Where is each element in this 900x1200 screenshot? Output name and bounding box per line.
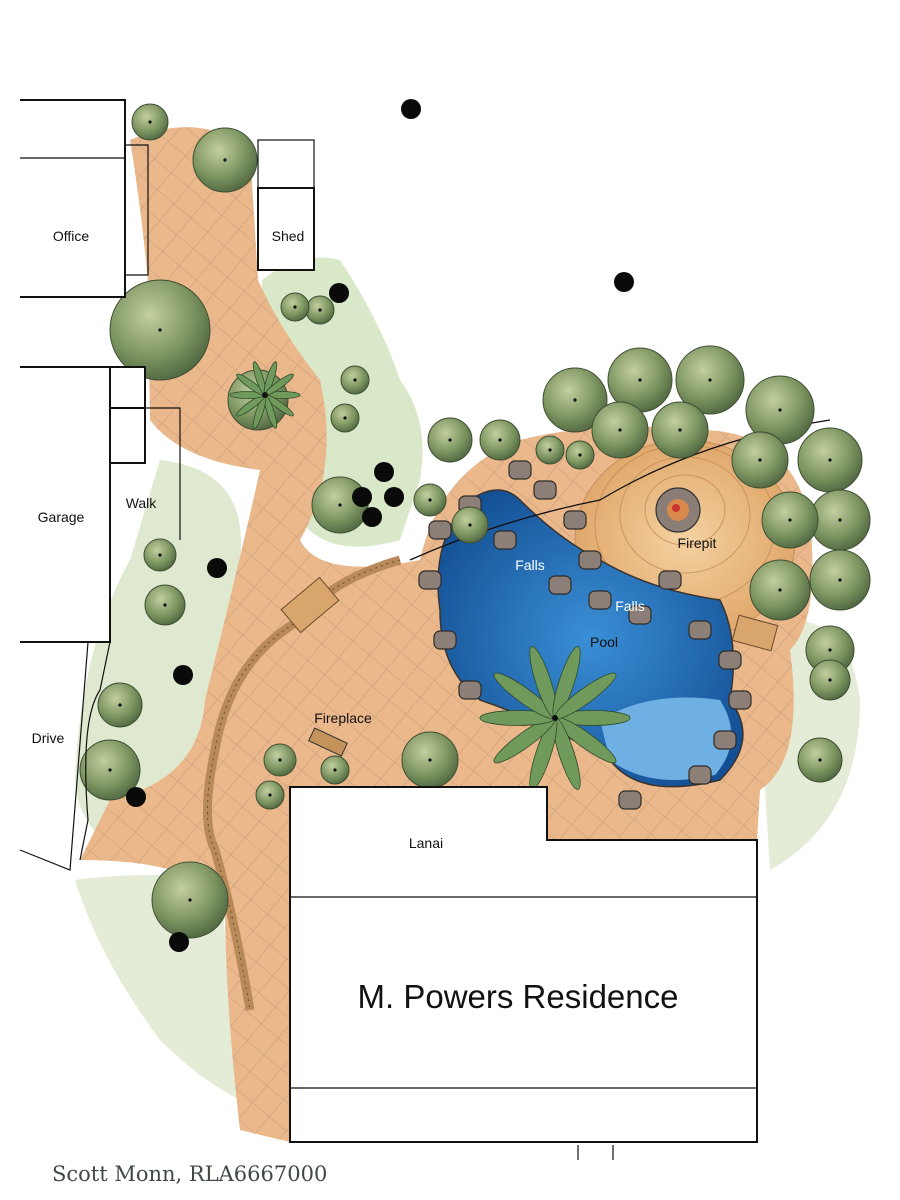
boulder-icon <box>688 620 712 640</box>
marker-dot-icon <box>374 462 394 482</box>
survey-markers <box>126 99 634 952</box>
tree-center-icon <box>618 428 622 432</box>
tree-center-icon <box>758 458 762 462</box>
tree-center-icon <box>108 768 112 772</box>
boulder-icon <box>418 570 442 590</box>
marker-dot-icon <box>173 665 193 685</box>
marker-dot-icon <box>352 487 372 507</box>
tree-center-icon <box>188 898 192 902</box>
boulder-icon <box>588 590 612 610</box>
boulder-icon <box>688 765 712 785</box>
boulder-icon <box>548 575 572 595</box>
boulder-icon <box>563 510 587 530</box>
label-drive: Drive <box>32 730 65 746</box>
tree-center-icon <box>498 438 502 442</box>
boulder-icon <box>433 630 457 650</box>
palm-icon <box>229 361 301 429</box>
tree-center-icon <box>448 438 452 442</box>
marker-dot-icon <box>384 487 404 507</box>
tree-center-icon <box>148 120 152 124</box>
boulder-icon <box>728 690 752 710</box>
label-fireplace: Fireplace <box>314 710 372 726</box>
marker-dot-icon <box>614 272 634 292</box>
firepit-icon <box>655 487 701 533</box>
marker-dot-icon <box>169 932 189 952</box>
tree-center-icon <box>223 158 227 162</box>
office-building <box>20 99 149 298</box>
tree-center-icon <box>338 503 342 507</box>
tree-center-icon <box>278 758 282 762</box>
tree-center-icon <box>428 498 432 502</box>
label-falls-upper: Falls <box>515 557 545 573</box>
marker-dot-icon <box>329 283 349 303</box>
fireplace-icon <box>308 727 348 757</box>
boulder-icon <box>628 605 652 625</box>
tree-center-icon <box>468 523 472 527</box>
tree-center-icon <box>573 398 577 402</box>
tree-center-icon <box>353 378 357 382</box>
tree-center-icon <box>818 758 822 762</box>
residence-title: M. Powers Residence <box>358 978 679 1015</box>
label-falls-lower: Falls <box>615 598 645 614</box>
label-pool: Pool <box>590 634 618 650</box>
boulder-icon <box>428 520 452 540</box>
tree-center-icon <box>268 793 272 797</box>
tree-center-icon <box>838 578 842 582</box>
tree-center-icon <box>293 305 297 309</box>
tree-center-icon <box>578 453 582 457</box>
marker-dot-icon <box>126 787 146 807</box>
tree-center-icon <box>158 553 162 557</box>
tree-center-icon <box>318 308 322 312</box>
tree-center-icon <box>778 588 782 592</box>
tree-center-icon <box>828 648 832 652</box>
label-garage: Garage <box>38 509 85 525</box>
marker-dot-icon <box>207 558 227 578</box>
garage-building <box>20 366 181 643</box>
tree-center-icon <box>638 378 642 382</box>
boulder-icon <box>713 730 737 750</box>
bridge-east <box>731 614 779 652</box>
tree-center-icon <box>788 518 792 522</box>
boulder-icon <box>533 480 557 500</box>
tree-center-icon <box>828 678 832 682</box>
tree-center-icon <box>678 428 682 432</box>
label-walk: Walk <box>126 495 158 511</box>
tree-center-icon <box>158 328 162 332</box>
tree-center-icon <box>708 378 712 382</box>
trees <box>79 103 871 939</box>
marker-dot-icon <box>362 507 382 527</box>
label-office: Office <box>53 228 90 244</box>
pool-spa <box>600 697 732 780</box>
designer-signature: Scott Monn, RLA6667000 <box>52 1162 327 1186</box>
tree-center-icon <box>548 448 552 452</box>
tree-center-icon <box>428 758 432 762</box>
boulder-icon <box>658 570 682 590</box>
tree-center-icon <box>343 416 347 420</box>
residence-building <box>289 786 758 1160</box>
marker-dot-icon <box>401 99 421 119</box>
label-lanai: Lanai <box>409 835 443 851</box>
tree-center-icon <box>333 768 337 772</box>
tree-center-icon <box>163 603 167 607</box>
boulder-icon <box>493 530 517 550</box>
driveway-lines <box>19 641 111 871</box>
boulder-icon <box>618 790 642 810</box>
tree-center-icon <box>828 458 832 462</box>
boulder-icon <box>458 680 482 700</box>
boulder-icon <box>508 460 532 480</box>
boulders <box>418 460 752 810</box>
label-firepit: Firepit <box>678 535 717 551</box>
tree-center-icon <box>118 703 122 707</box>
bridge <box>280 576 340 634</box>
shed-building <box>257 139 315 271</box>
label-shed: Shed <box>272 228 305 244</box>
tree-center-icon <box>778 408 782 412</box>
palm-icon <box>479 646 631 790</box>
boulder-icon <box>718 650 742 670</box>
tree-center-icon <box>838 518 842 522</box>
boulder-icon <box>578 550 602 570</box>
